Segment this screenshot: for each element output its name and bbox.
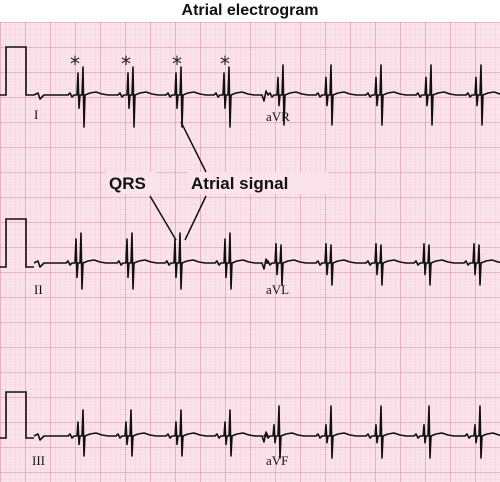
qrs-label: QRS [109,174,146,193]
lead-label-ii: II [34,282,43,297]
qrs-pointer [149,195,177,241]
lead-label-iii: III [32,453,45,468]
atrial-label-backdrop [188,172,328,194]
calibration-pulse-1 [0,46,34,96]
atrial-pointer-upper [180,121,207,173]
qrs-label-backdrop [106,172,156,194]
atrial-marker-1: * [70,52,80,76]
calibration-pulse-2 [0,218,34,268]
atrial-marker-3: * [172,52,182,76]
lead-label-avf: aVF [266,453,288,468]
lead-ii-avl-trace [33,232,500,290]
lead-i-avr-trace [33,64,500,128]
atrial-marker-4: * [220,52,230,76]
lead-label-avl: aVL [266,282,289,297]
lead-iii-avf-trace [33,405,500,459]
atrial-pointer-lower [184,195,207,241]
atrial-marker-2: * [121,52,131,76]
lead-label-i: I [34,107,38,122]
calibration-pulse-3 [0,391,34,439]
ecg-traces [33,64,500,459]
atrial-signal-label: Atrial signal [191,174,288,193]
figure-title: Atrial electrogram [181,2,319,19]
lead-label-avr: aVR [266,109,290,124]
ecg-strip: I aVR II aVL III aVF * * * * QRS Atrial … [0,22,500,482]
